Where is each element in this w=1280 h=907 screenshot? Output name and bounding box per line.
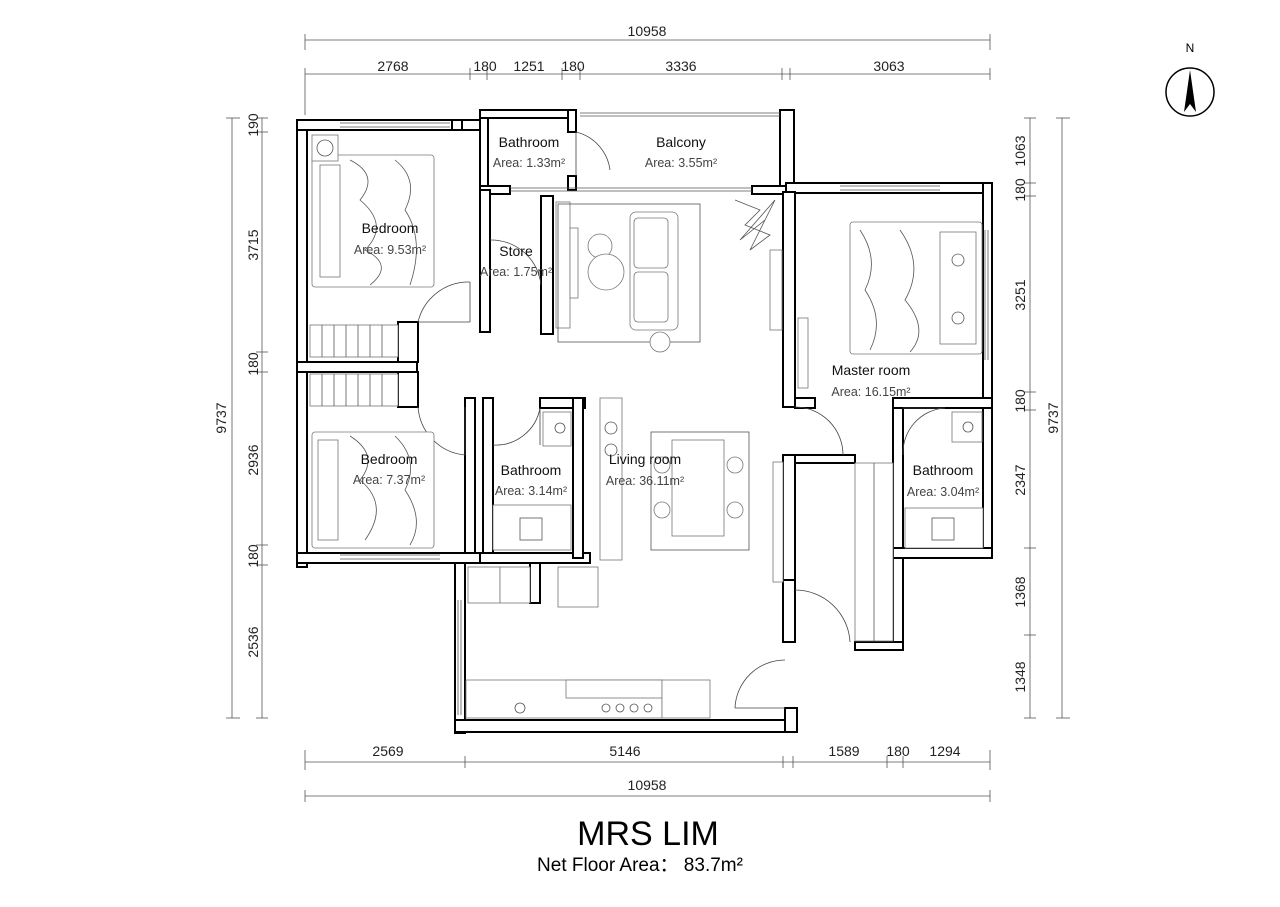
room-name-store: Store	[499, 243, 533, 259]
dim-left-seg-1: 190	[245, 113, 261, 137]
room-name-bathroom-1: Bathroom	[499, 134, 560, 150]
dim-right-seg-5: 2347	[1012, 464, 1028, 495]
walls	[296, 109, 993, 734]
north-arrow-icon	[1184, 70, 1196, 112]
room-name-bathroom-2: Bathroom	[501, 462, 562, 478]
room-area-bathroom-3: Area: 3.04m²	[907, 485, 979, 499]
dim-bottom-total: 10958	[628, 777, 667, 793]
dim-top-total: 10958	[628, 23, 667, 39]
dim-left-seg-5: 180	[245, 544, 261, 568]
dim-left-seg-2: 3715	[245, 229, 261, 260]
windows	[340, 112, 989, 715]
dim-right-total: 9737	[1045, 402, 1061, 433]
dim-left-total: 9737	[213, 402, 229, 433]
dim-top-seg-6: 3063	[873, 58, 904, 74]
dim-right-seg-2: 180	[1012, 178, 1028, 202]
room-area-bedroom-2: Area: 7.37m²	[353, 473, 425, 487]
dim-top-seg-5: 3336	[665, 58, 696, 74]
dim-top-seg-1: 2768	[377, 58, 408, 74]
dimension-labels: 10958 2768 180 1251 180 3336 3063 2569 5…	[213, 23, 1061, 793]
dim-left-seg-4: 2936	[245, 444, 261, 475]
room-name-master-room: Master room	[832, 362, 911, 378]
dim-bottom-seg-3: 1589	[828, 743, 859, 759]
dim-left-seg-3: 180	[245, 352, 261, 376]
dim-top-seg-3: 1251	[513, 58, 544, 74]
compass-icon	[1165, 67, 1215, 117]
room-area-bathroom-2: Area: 3.14m²	[495, 484, 567, 498]
dim-bottom-seg-1: 2569	[372, 743, 403, 759]
page-subtitle: Net Floor Area： 83.7m²	[537, 855, 743, 876]
dim-top-seg-2: 180	[473, 58, 497, 74]
room-labels: Bedroom Area: 9.53m² Bathroom Area: 1.33…	[353, 134, 979, 499]
room-name-bathroom-3: Bathroom	[913, 462, 974, 478]
dim-bottom-seg-5: 1294	[929, 743, 960, 759]
north-label: N	[1186, 41, 1195, 55]
dim-bottom-seg-4: 180	[886, 743, 910, 759]
dimension-lines	[226, 34, 1070, 802]
page-title: MRS LIM	[577, 815, 719, 853]
room-area-master-room: Area: 16.15m²	[831, 385, 910, 399]
dim-bottom-seg-2: 5146	[609, 743, 640, 759]
furniture	[309, 134, 984, 719]
dim-right-seg-1: 1063	[1012, 135, 1028, 166]
north-arrow: N	[1165, 41, 1215, 117]
room-area-living-room: Area: 36.11m²	[606, 474, 684, 488]
dim-right-seg-3: 3251	[1012, 279, 1028, 310]
room-name-living-room: Living room	[609, 451, 681, 467]
dim-left-seg-6: 2536	[245, 626, 261, 657]
room-area-balcony: Area: 3.55m²	[645, 156, 717, 170]
room-area-bathroom-1: Area: 1.33m²	[493, 156, 565, 170]
dim-right-seg-4: 180	[1012, 389, 1028, 413]
dim-right-seg-6: 1368	[1012, 576, 1028, 607]
room-name-bedroom-1: Bedroom	[362, 220, 419, 236]
room-area-bedroom-1: Area: 9.53m²	[354, 243, 426, 257]
dim-right-seg-7: 1348	[1012, 661, 1028, 692]
dim-top-seg-4: 180	[561, 58, 585, 74]
room-name-bedroom-2: Bedroom	[361, 451, 418, 467]
room-area-store: Area: 1.75m²	[480, 265, 552, 279]
room-name-balcony: Balcony	[656, 134, 706, 150]
